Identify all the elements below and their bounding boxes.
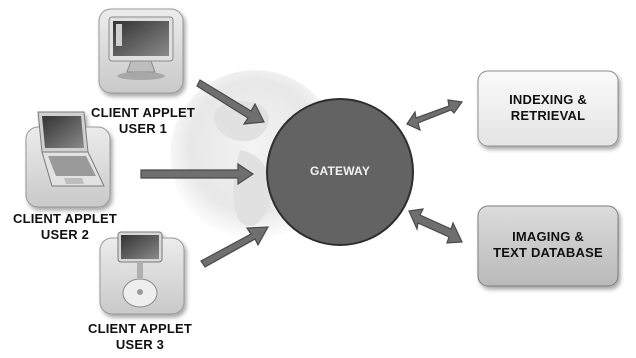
client-label-line2: USER 1 (118, 121, 168, 136)
arrow-user1-to-gateway (196, 79, 265, 125)
service-label-line2: RETRIEVAL (510, 108, 586, 123)
client-label-user3: CLIENT APPLET USER 3 (81, 321, 199, 353)
client-label-user2: CLIENT APPLET USER 2 (6, 211, 124, 243)
imac-icon (99, 231, 185, 315)
imaging-text-database-box (477, 205, 619, 287)
double-arrow-gateway-indexing (406, 99, 464, 132)
imaging-text-database-label: IMAGING & TEXT DATABASE (478, 229, 618, 261)
arrow-user2-to-gateway (140, 162, 255, 186)
client-label-line1: CLIENT APPLET (88, 321, 192, 336)
gateway-label-text: GATEWAY (309, 164, 371, 178)
desktop-monitor-icon (98, 8, 184, 94)
service-label-line2: TEXT DATABASE (493, 245, 603, 260)
indexing-retrieval-label: INDEXING & RETRIEVAL (478, 92, 618, 124)
service-label-line1: IMAGING & (512, 229, 584, 244)
client-label-line2: USER 2 (40, 227, 90, 242)
client-label-line1: CLIENT APPLET (91, 105, 195, 120)
service-label-line1: INDEXING & (509, 92, 587, 107)
laptop-icon (25, 111, 111, 208)
double-arrow-gateway-imaging (408, 208, 463, 244)
gateway-node (266, 98, 414, 246)
indexing-retrieval-box (477, 70, 619, 147)
gateway-label: GATEWAY (290, 163, 390, 179)
arrow-user3-to-gateway (200, 226, 270, 268)
client-label-user1: CLIENT APPLET USER 1 (84, 105, 202, 137)
client-label-line2: USER 3 (115, 337, 165, 352)
client-label-line1: CLIENT APPLET (13, 211, 117, 226)
